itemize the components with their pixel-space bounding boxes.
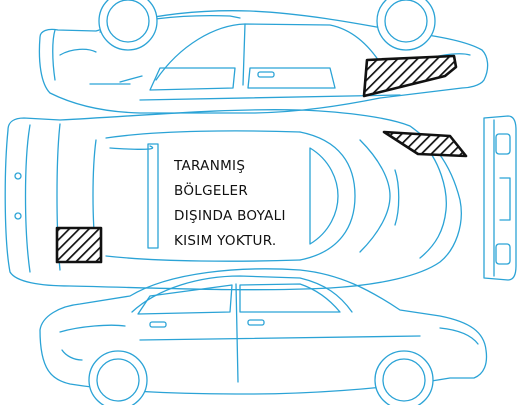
car-right-side-view <box>39 268 488 405</box>
car-top-view <box>4 109 468 291</box>
hatched-region-side-rear-quarter <box>362 54 458 98</box>
paint-note-text: TARANMIŞ BÖLGELER DIŞINDA BOYALI KISIM Y… <box>174 154 324 254</box>
note-line-4: KISIM YOKTUR. <box>174 233 277 249</box>
car-front-view <box>483 115 517 281</box>
note-line-1: TARANMIŞ <box>174 158 246 174</box>
hatched-region-top-front-fender <box>382 130 468 158</box>
note-line-2: BÖLGELER <box>174 183 248 199</box>
car-left-side-view <box>38 0 489 114</box>
note-line-3: DIŞINDA BOYALI <box>174 208 286 224</box>
hatched-region-top-rear-fender <box>55 226 103 264</box>
